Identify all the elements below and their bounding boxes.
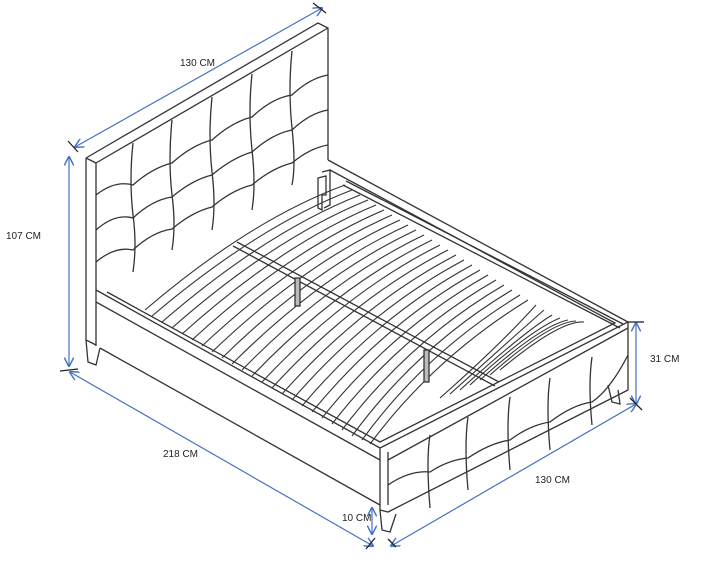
headboard-width-label: 130 CM — [180, 58, 216, 69]
center-rails — [232, 169, 624, 387]
footboard-height-label: 31 CM — [650, 354, 680, 365]
slats — [144, 184, 585, 445]
dimension-ticks — [59, 2, 644, 550]
bed-width-label: 130 CM — [535, 475, 571, 486]
dimension-lines — [69, 8, 636, 546]
headboard-height-label: 107 CM — [6, 231, 42, 242]
headboard — [85, 22, 329, 366]
leg-height-label: 10 CM — [342, 513, 372, 524]
bed-length-label: 218 CM — [163, 449, 199, 460]
